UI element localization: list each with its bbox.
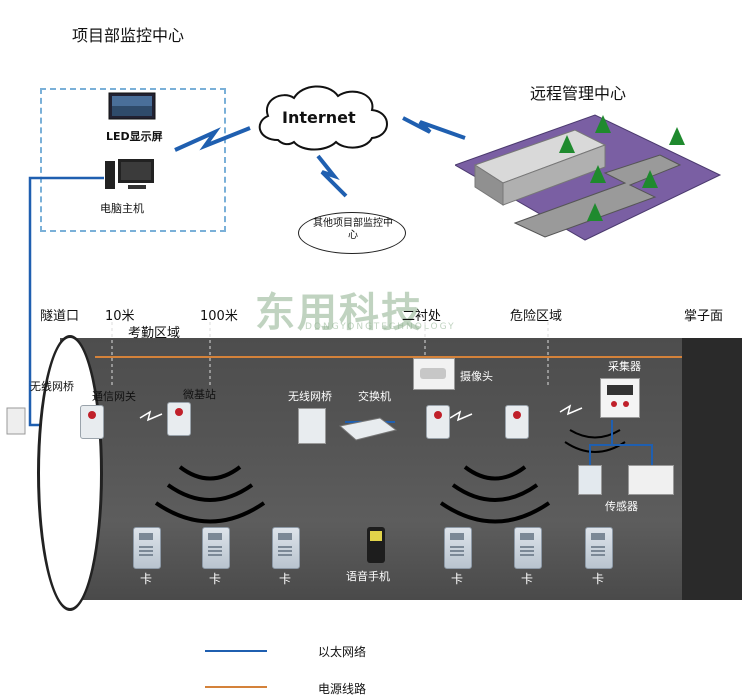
collector-device	[600, 378, 640, 418]
computer-icon	[105, 159, 154, 189]
remote-center-title: 远程管理中心	[530, 84, 627, 103]
wireless-bridge-left-label: 无线网桥	[30, 380, 74, 393]
led-screen-label: LED显示屏	[106, 130, 163, 143]
internet-label: Internet	[282, 108, 356, 127]
internet-cloud-icon	[258, 85, 388, 151]
project-center-box	[40, 88, 226, 232]
attendance-card	[585, 527, 613, 569]
attendance-card	[133, 527, 161, 569]
distance-100m-label: 100米	[200, 309, 238, 324]
face-label: 掌子面	[684, 309, 724, 324]
card-label: 卡	[279, 572, 292, 586]
camera-icon	[413, 358, 455, 390]
wireless-bridge-label: 无线网桥	[288, 390, 332, 403]
collector-label: 采集器	[608, 360, 641, 373]
attendance-card	[444, 527, 472, 569]
gateway-label: 通信网关	[92, 390, 136, 403]
camera-label: 摄像头	[460, 370, 493, 383]
led-screen-icon	[108, 92, 156, 120]
power-line	[95, 356, 682, 358]
entrance-label: 隧道口	[40, 309, 80, 324]
card-label: 卡	[451, 572, 464, 586]
attendance-area-label: 考勤区域	[128, 326, 181, 341]
remote-center-illustration	[455, 114, 722, 241]
switch-label: 交换机	[358, 390, 391, 403]
other-projects-label: 其他项目部监控中心	[313, 218, 393, 241]
attendance-card	[272, 527, 300, 569]
card-label: 卡	[209, 572, 222, 586]
relay-device	[505, 405, 529, 439]
legend-power-line	[205, 686, 267, 688]
card-label: 卡	[592, 572, 605, 586]
danger-area-label: 危险区域	[510, 309, 563, 324]
wireless-link-icon	[316, 154, 348, 198]
wireless-link-icon	[402, 116, 466, 140]
gateway-device	[80, 405, 104, 439]
sensor-device	[578, 465, 602, 495]
wireless-link-icon	[174, 126, 251, 152]
second-lining-label: 二衬处	[402, 309, 442, 324]
tunnel-entrance	[37, 335, 103, 611]
legend-ethernet-label: 以太网络	[318, 645, 367, 659]
switch-icon	[338, 417, 398, 441]
legend-ethernet-line	[205, 650, 267, 652]
pc-host-label: 电脑主机	[100, 202, 144, 215]
legend-power-label: 电源线路	[318, 682, 367, 696]
card-label: 卡	[140, 572, 153, 586]
voice-phone-label: 语音手机	[346, 570, 390, 583]
project-center-title: 项目部监控中心	[72, 26, 185, 45]
attendance-card	[202, 527, 230, 569]
voice-phone-icon	[367, 527, 385, 563]
micro-base-label: 微基站	[183, 388, 216, 401]
attendance-card	[514, 527, 542, 569]
relay-device	[426, 405, 450, 439]
wireless-bridge-device	[298, 408, 326, 444]
tunnel-face	[682, 338, 742, 600]
sensor-label: 传感器	[605, 500, 638, 513]
distance-10m-label: 10米	[105, 309, 135, 324]
watermark-subtext: DONGYONGTECHNOLOGY	[305, 322, 456, 332]
watermark-text: 东用科技	[255, 290, 423, 336]
other-projects-ellipse	[298, 212, 406, 254]
card-label: 卡	[521, 572, 534, 586]
sensor-device	[628, 465, 674, 495]
micro-base-device	[167, 402, 191, 436]
wireless-bridge-left-icon	[6, 407, 26, 435]
